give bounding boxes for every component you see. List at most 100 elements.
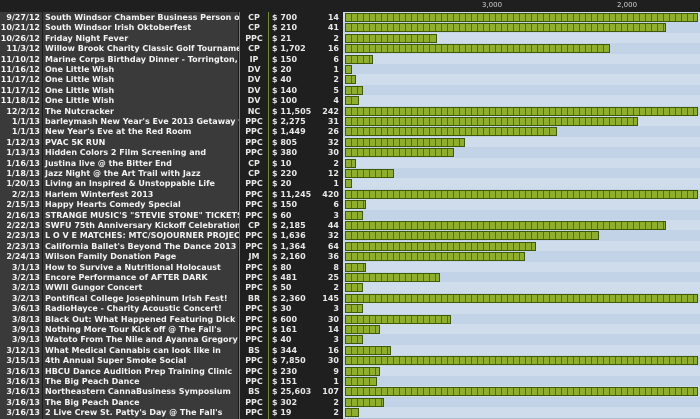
bar-segment-tick xyxy=(453,106,454,116)
bar-segment-tick xyxy=(363,44,364,54)
bar-segment-tick xyxy=(357,335,358,345)
bar-segment-tick xyxy=(537,13,538,22)
bar-segment-tick xyxy=(447,356,448,366)
bar-segment-tick xyxy=(555,221,556,230)
bar-segment-tick xyxy=(423,106,424,116)
bar-segment-tick xyxy=(489,117,490,126)
bar-segment-tick xyxy=(531,127,532,137)
bar-segment-tick xyxy=(363,273,364,282)
event-type: PPC xyxy=(239,396,269,409)
bar-segment-tick xyxy=(399,148,400,158)
bar-segment-tick xyxy=(357,106,358,116)
bar-segment-tick xyxy=(357,283,358,293)
bar-segment-tick xyxy=(477,44,478,54)
bar-segment-tick xyxy=(441,387,442,397)
bar-segment-tick xyxy=(639,293,640,303)
row-bar xyxy=(345,75,356,85)
bar-segment-tick xyxy=(609,189,610,199)
bar-segment-tick xyxy=(351,221,352,230)
bar-segment-tick xyxy=(375,221,376,230)
bar-segment-tick xyxy=(651,293,652,303)
bar-segment-tick xyxy=(363,314,364,324)
bar-segment-tick xyxy=(369,54,370,64)
event-type: PPC xyxy=(239,126,269,139)
bar-segment-tick xyxy=(387,314,388,324)
bar-segment-tick xyxy=(441,13,442,22)
bar-segment-tick xyxy=(393,293,394,303)
bar-segment-tick xyxy=(459,241,460,251)
event-type: IP xyxy=(239,53,269,66)
bar-segment-tick xyxy=(609,23,610,33)
event-date: 2/24/13 xyxy=(0,251,42,264)
bar-segment-tick xyxy=(423,241,424,251)
event-type: PPC xyxy=(239,365,269,378)
bar-segment-tick xyxy=(399,137,400,147)
bar-segment-tick xyxy=(381,148,382,158)
bar-segment-tick xyxy=(495,106,496,116)
event-amount: $ 20 xyxy=(270,178,320,191)
bar-segment-tick xyxy=(621,356,622,366)
bar-segment-tick xyxy=(411,23,412,33)
bar-segment-tick xyxy=(555,356,556,366)
bar-segment-tick xyxy=(681,387,682,397)
bar-segment-tick xyxy=(363,325,364,334)
bar-segment-tick xyxy=(681,189,682,199)
bar-segment-tick xyxy=(447,252,448,262)
bar-segment-tick xyxy=(507,387,508,397)
event-date: 3/12/13 xyxy=(0,344,42,357)
bar-segment-tick xyxy=(621,13,622,22)
event-type: PPC xyxy=(239,324,269,336)
bar-segment-tick xyxy=(519,23,520,33)
bar-segment-tick xyxy=(579,23,580,33)
bar-segment-tick xyxy=(465,293,466,303)
bar-segment-tick xyxy=(459,106,460,116)
bar-segment-tick xyxy=(393,106,394,116)
event-type: CP xyxy=(239,220,269,232)
bar-segment-tick xyxy=(453,127,454,137)
bar-segment-tick xyxy=(375,314,376,324)
bar-segment-tick xyxy=(633,117,634,126)
bar-segment-tick xyxy=(639,106,640,116)
bar-segment-tick xyxy=(453,252,454,262)
bar-segment-tick xyxy=(393,148,394,158)
bar-segment-tick xyxy=(399,293,400,303)
bar-segment-tick xyxy=(573,106,574,116)
event-date: 1/12/13 xyxy=(0,136,42,149)
bar-segment-tick xyxy=(423,293,424,303)
bar-segment-tick xyxy=(381,356,382,366)
bar-segment-tick xyxy=(549,231,550,241)
bar-segment-tick xyxy=(561,293,562,303)
